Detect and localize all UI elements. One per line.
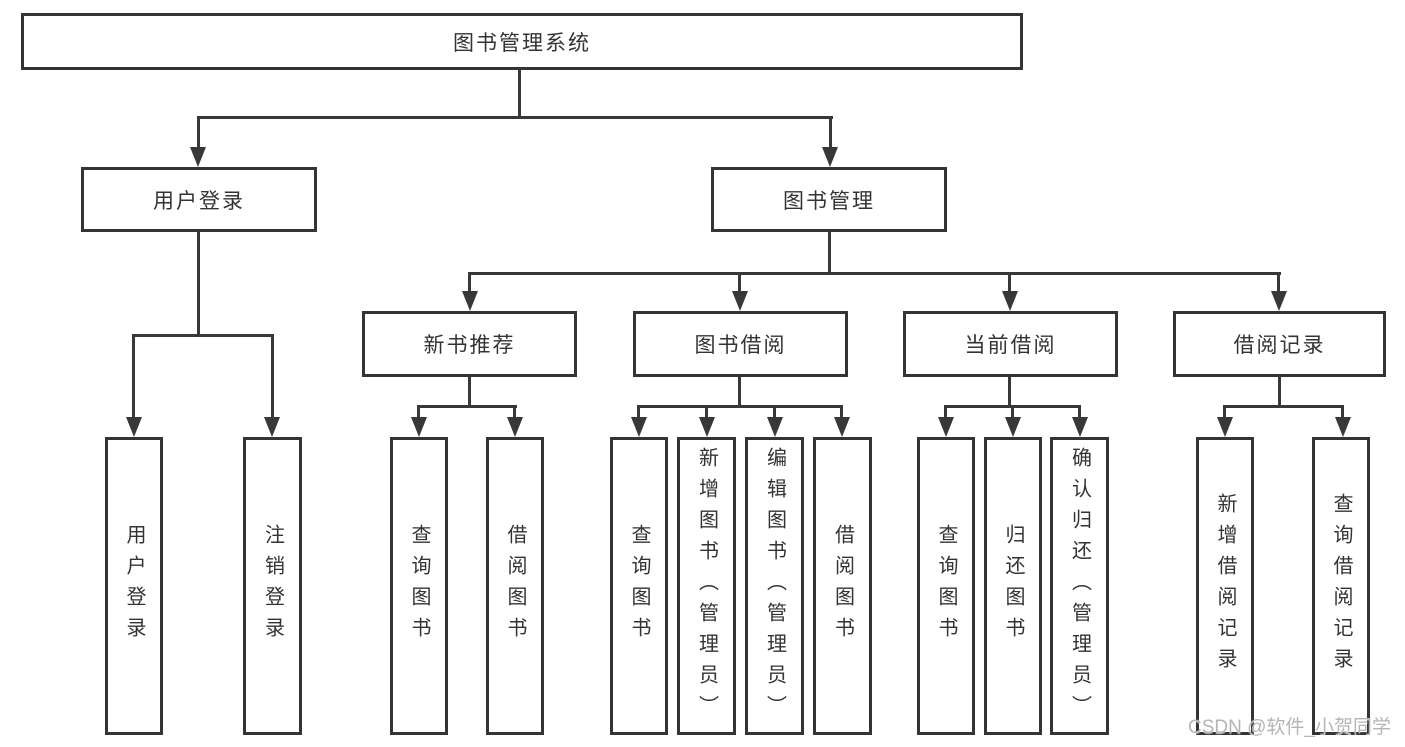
node-leaf-add-books-admin: 新增图书（管理员） <box>677 437 736 735</box>
connector-line <box>417 405 517 408</box>
connector-line <box>518 68 521 118</box>
connector-line <box>271 334 274 419</box>
arrow-down-icon <box>732 291 748 311</box>
connector-line <box>944 405 947 419</box>
connector-line <box>829 116 832 150</box>
connector-line <box>197 116 200 150</box>
arrow-down-icon <box>1217 417 1233 437</box>
node-new-book-recommend: 新书推荐 <box>362 311 577 377</box>
node-leaf-edit-books-admin-label: 编辑图书（管理员） <box>763 446 786 726</box>
node-leaf-recommend-query-books-label: 查询图书 <box>408 524 430 648</box>
node-leaf-recommend-query-books: 查询图书 <box>390 437 448 735</box>
connector-line <box>738 376 741 408</box>
arrow-down-icon <box>631 417 647 437</box>
node-leaf-query-borrow-record: 查询借阅记录 <box>1312 437 1370 735</box>
node-leaf-current-query-books-label: 查询图书 <box>935 524 957 648</box>
node-leaf-borrowing-query-books-label: 查询图书 <box>628 524 650 648</box>
connector-line <box>417 405 420 419</box>
connector-line <box>637 405 843 408</box>
node-book-borrowing-label: 图书借阅 <box>694 334 787 357</box>
connector-line <box>469 272 1281 275</box>
connector-line <box>468 272 471 294</box>
arrow-down-icon <box>1002 291 1018 311</box>
node-leaf-add-books-admin-label: 新增图书（管理员） <box>695 446 718 726</box>
connector-line <box>1341 405 1344 419</box>
arrow-down-icon <box>767 417 783 437</box>
node-book-borrowing: 图书借阅 <box>633 311 848 377</box>
node-leaf-borrowing-borrow-books-label: 借阅图书 <box>831 524 854 648</box>
node-current-borrowing-label: 当前借阅 <box>964 334 1057 357</box>
arrow-down-icon <box>190 147 206 167</box>
node-leaf-confirm-return-admin-label: 确认归还（管理员） <box>1068 446 1091 726</box>
connector-line <box>1008 272 1011 294</box>
arrow-down-icon <box>822 147 838 167</box>
connector-line <box>1078 405 1081 419</box>
connector-line <box>773 405 776 419</box>
node-leaf-edit-books-admin: 编辑图书（管理员） <box>745 437 804 735</box>
connector-line <box>197 232 200 337</box>
node-borrow-records: 借阅记录 <box>1173 311 1386 377</box>
arrow-down-icon <box>411 417 427 437</box>
node-leaf-borrowing-query-books: 查询图书 <box>610 437 668 735</box>
node-root-system: 图书管理系统 <box>21 13 1023 70</box>
connector-line <box>1224 405 1344 408</box>
connector-line <box>132 334 274 337</box>
node-borrow-records-label: 借阅记录 <box>1233 334 1326 357</box>
csdn-watermark: CSDN @软件_小贺同学 <box>1188 717 1391 738</box>
node-leaf-recommend-borrow-books: 借阅图书 <box>486 437 544 735</box>
connector-line <box>513 405 516 419</box>
connector-line <box>1011 405 1014 419</box>
arrow-down-icon <box>834 417 850 437</box>
node-book-management-label: 图书管理 <box>783 189 875 213</box>
arrow-down-icon <box>1005 417 1021 437</box>
node-leaf-add-borrow-record: 新增借阅记录 <box>1196 437 1254 735</box>
node-root-system-label: 图书管理系统 <box>453 31 591 55</box>
connector-line <box>828 232 831 275</box>
node-user-login: 用户登录 <box>81 167 317 232</box>
node-leaf-logout-label: 注销登录 <box>261 524 284 648</box>
node-leaf-query-borrow-record-label: 查询借阅记录 <box>1330 493 1352 679</box>
arrow-down-icon <box>699 417 715 437</box>
connector-line <box>705 405 708 419</box>
node-leaf-logout: 注销登录 <box>243 437 302 735</box>
arrow-down-icon <box>1335 417 1351 437</box>
node-leaf-add-borrow-record-label: 新增借阅记录 <box>1214 493 1236 679</box>
arrow-down-icon <box>1072 417 1088 437</box>
arrow-down-icon <box>507 417 523 437</box>
node-leaf-return-books: 归还图书 <box>984 437 1042 735</box>
node-leaf-borrowing-borrow-books: 借阅图书 <box>813 437 872 735</box>
connector-line <box>468 376 471 408</box>
arrow-down-icon <box>264 417 280 437</box>
arrow-down-icon <box>126 417 142 437</box>
node-new-book-recommend-label: 新书推荐 <box>423 334 516 357</box>
node-current-borrowing: 当前借阅 <box>903 311 1118 377</box>
node-leaf-return-books-label: 归还图书 <box>1002 524 1024 648</box>
node-leaf-current-query-books: 查询图书 <box>917 437 975 735</box>
connector-line <box>197 116 833 119</box>
node-leaf-user-login: 用户登录 <box>105 437 163 735</box>
connector-line <box>738 272 741 294</box>
connector-line <box>1278 376 1281 408</box>
node-leaf-recommend-borrow-books-label: 借阅图书 <box>504 524 526 648</box>
connector-line <box>1008 376 1011 408</box>
arrow-down-icon <box>938 417 954 437</box>
node-user-login-label: 用户登录 <box>153 189 245 213</box>
connector-line <box>1277 272 1280 294</box>
node-leaf-confirm-return-admin: 确认归还（管理员） <box>1050 437 1109 735</box>
connector-line <box>840 405 843 419</box>
arrow-down-icon <box>1271 291 1287 311</box>
connector-line <box>132 334 135 419</box>
connector-line <box>1223 405 1226 419</box>
connector-line <box>637 405 640 419</box>
node-book-management: 图书管理 <box>711 167 947 232</box>
node-leaf-user-login-label: 用户登录 <box>123 524 145 648</box>
arrow-down-icon <box>462 291 478 311</box>
